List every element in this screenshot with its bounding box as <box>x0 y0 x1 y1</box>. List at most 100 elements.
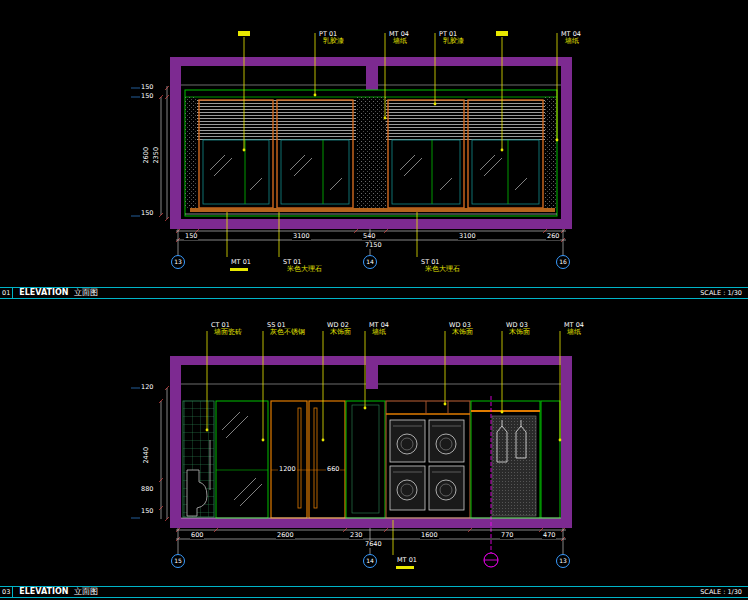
dimension-lines <box>159 386 169 521</box>
leader-lines <box>417 212 418 257</box>
material-note: 乳胶漆 <box>322 38 345 45</box>
window-wall <box>294 158 312 176</box>
wall-section <box>170 57 572 229</box>
dimension-value: 1600 <box>420 532 439 539</box>
door-panels <box>346 401 385 518</box>
glass-partition <box>222 412 240 430</box>
leader-lines <box>501 411 504 414</box>
callout-tag: PT 01 <box>438 31 458 38</box>
callout-tag: MT 04 <box>368 322 390 329</box>
callout-tag: WD 03 <box>505 322 529 329</box>
dimension-lines <box>178 229 179 255</box>
laundry-cabinet <box>429 420 464 462</box>
window-wall <box>508 140 509 204</box>
window-wall <box>203 140 269 204</box>
leader-lines <box>227 31 558 271</box>
leader-lines <box>365 331 366 408</box>
laundry-cabinet <box>386 401 470 518</box>
leader-lines <box>556 139 559 142</box>
axis-number: 14 <box>366 558 374 564</box>
view-title: ELEVATION <box>19 289 68 297</box>
window-wall <box>210 155 527 190</box>
leader-lines <box>559 439 562 442</box>
dimension-value: 880 <box>140 486 154 493</box>
callout-tag: ST 01 <box>282 259 302 266</box>
dimension-value: 260 <box>546 233 560 240</box>
window-wall <box>386 100 545 140</box>
callout-tag: WD 03 <box>448 322 472 329</box>
leader-lines <box>323 331 324 440</box>
laundry-cabinet <box>386 401 470 518</box>
laundry-cabinet <box>393 426 461 496</box>
laundry-cabinet <box>393 426 422 427</box>
wall-section <box>170 356 572 528</box>
laundry-cabinet <box>432 426 461 427</box>
laundry-cabinet <box>440 438 452 450</box>
window-wall <box>440 178 452 190</box>
material-note: 木饰面 <box>329 329 352 336</box>
window-wall <box>185 90 557 216</box>
leader-lines <box>263 331 264 440</box>
window-wall <box>545 97 557 208</box>
leader-lines <box>445 331 446 404</box>
window-wall <box>484 158 502 176</box>
material-note: 米色大理石 <box>424 266 461 273</box>
material-note: 木饰面 <box>451 329 474 336</box>
window-wall <box>214 158 232 176</box>
dimension-lines <box>167 388 168 519</box>
leader-lines <box>206 429 209 432</box>
leader-lines <box>244 37 245 150</box>
window-wall <box>210 155 225 170</box>
dimension-lines <box>161 97 162 215</box>
material-note: 灰色不锈钢 <box>269 329 306 336</box>
dimension-lines <box>176 231 566 232</box>
window-wall <box>432 140 433 204</box>
wardrobe <box>471 401 540 518</box>
leader-lines <box>435 33 436 104</box>
dimension-value: 150 <box>140 508 154 515</box>
wall-section <box>170 57 572 229</box>
dimension-value: 120 <box>140 384 154 391</box>
leader-lines <box>393 520 394 555</box>
wall-section <box>378 85 561 86</box>
door-panels <box>271 401 385 518</box>
dimension-value: 3100 <box>292 233 311 240</box>
window-wall <box>290 155 305 170</box>
window-wall <box>472 140 539 204</box>
wardrobe <box>521 420 522 426</box>
door-panels <box>352 405 379 513</box>
leader-lines <box>502 37 503 150</box>
leader-lines <box>557 33 558 140</box>
axis-bubble: 14 <box>363 255 377 269</box>
glass-partition <box>216 470 268 471</box>
dimension-lines <box>563 229 564 255</box>
dimension-value: 2350 <box>153 146 160 165</box>
laundry-cabinet <box>426 401 427 414</box>
window-wall <box>404 158 422 176</box>
material-note: 墙纸 <box>566 329 582 336</box>
wardrobe <box>484 560 498 561</box>
leader-lines <box>560 331 561 440</box>
callout-tag: MT 01 <box>396 557 418 564</box>
glass-partition <box>216 401 268 518</box>
window-wall <box>468 100 543 208</box>
laundry-cabinet <box>432 472 461 473</box>
axis-bubble: 14 <box>363 554 377 568</box>
window-wall <box>245 140 508 204</box>
laundry-cabinet <box>397 480 417 500</box>
material-note: 墙纸 <box>564 38 580 45</box>
leader-lines <box>279 212 280 257</box>
dimension-value: 540 <box>362 233 376 240</box>
leader-lines <box>315 33 316 95</box>
glass-partition <box>222 412 262 506</box>
material-note: 米色大理石 <box>286 266 323 273</box>
window-wall <box>515 178 527 190</box>
bathroom-wall <box>183 401 214 517</box>
glass-partition <box>226 416 248 438</box>
title-band: 03ELEVATION立面图SCALE : 1/30 <box>0 586 748 598</box>
dimension-value: 7640 <box>364 541 383 548</box>
leader-lines <box>364 407 367 410</box>
leader-lines <box>501 149 504 152</box>
dimension-value: 1200 <box>278 466 297 473</box>
axis-bubble: 13 <box>171 255 185 269</box>
